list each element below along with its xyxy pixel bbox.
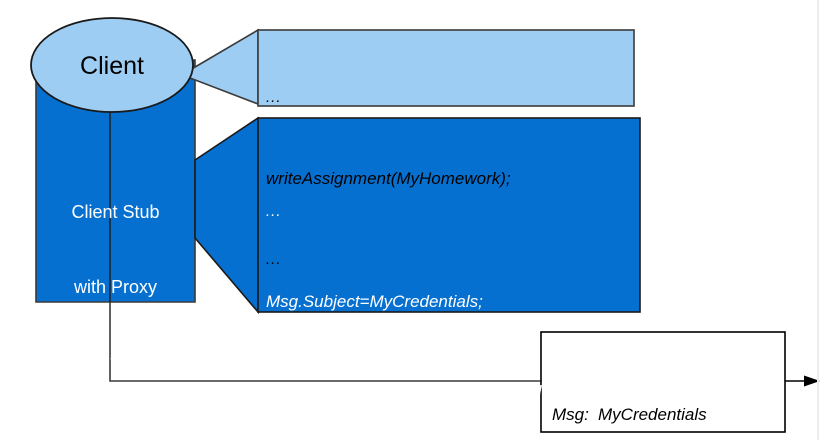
application-callout-box	[257, 29, 635, 107]
message-box	[540, 331, 786, 433]
application-callout-code: ... writeAssignment(MyHomework); ...	[266, 30, 632, 327]
arrow-head-icon	[804, 375, 820, 387]
application-callout-line-2: writeAssignment(MyHomework);	[266, 169, 511, 188]
stub-callout-tail	[194, 116, 259, 315]
message-box-label: Msg:	[552, 405, 589, 424]
application-callout-line-1: ...	[266, 89, 282, 106]
message-box-row-1: Msg: MyCredentials	[552, 400, 782, 430]
message-box-field-1: MyCredentials	[598, 405, 707, 424]
stub-callout-box	[257, 117, 641, 313]
client-stub-line-4: PEP and PDP)	[56, 427, 175, 440]
stub-callout-line-2: Msg.Subject=MyCredentials;	[266, 292, 483, 311]
client-stub-line-3: (here without	[63, 352, 168, 372]
client-ellipse	[30, 17, 194, 113]
client-node-label: Client	[80, 52, 144, 80]
stub-callout-line-3: Msg.Method_Id=writeAssignment_Id;	[266, 382, 547, 401]
client-stub-label: Client Stub with Proxy (here without PEP…	[36, 150, 195, 440]
message-box-content: Msg:MyCredentials writeAssignment_Id MyH…	[552, 340, 782, 440]
application-callout-line-3: ...	[266, 251, 282, 268]
client-stub-line-2: with Proxy	[73, 277, 158, 297]
client-stub-line-1: Client Stub	[71, 202, 160, 222]
stub-callout-line-1: ...	[266, 203, 282, 220]
stub-callout-code: ... Msg.Subject=MyCredentials; Msg.Metho…	[266, 137, 636, 440]
application-callout-tail	[189, 28, 259, 106]
